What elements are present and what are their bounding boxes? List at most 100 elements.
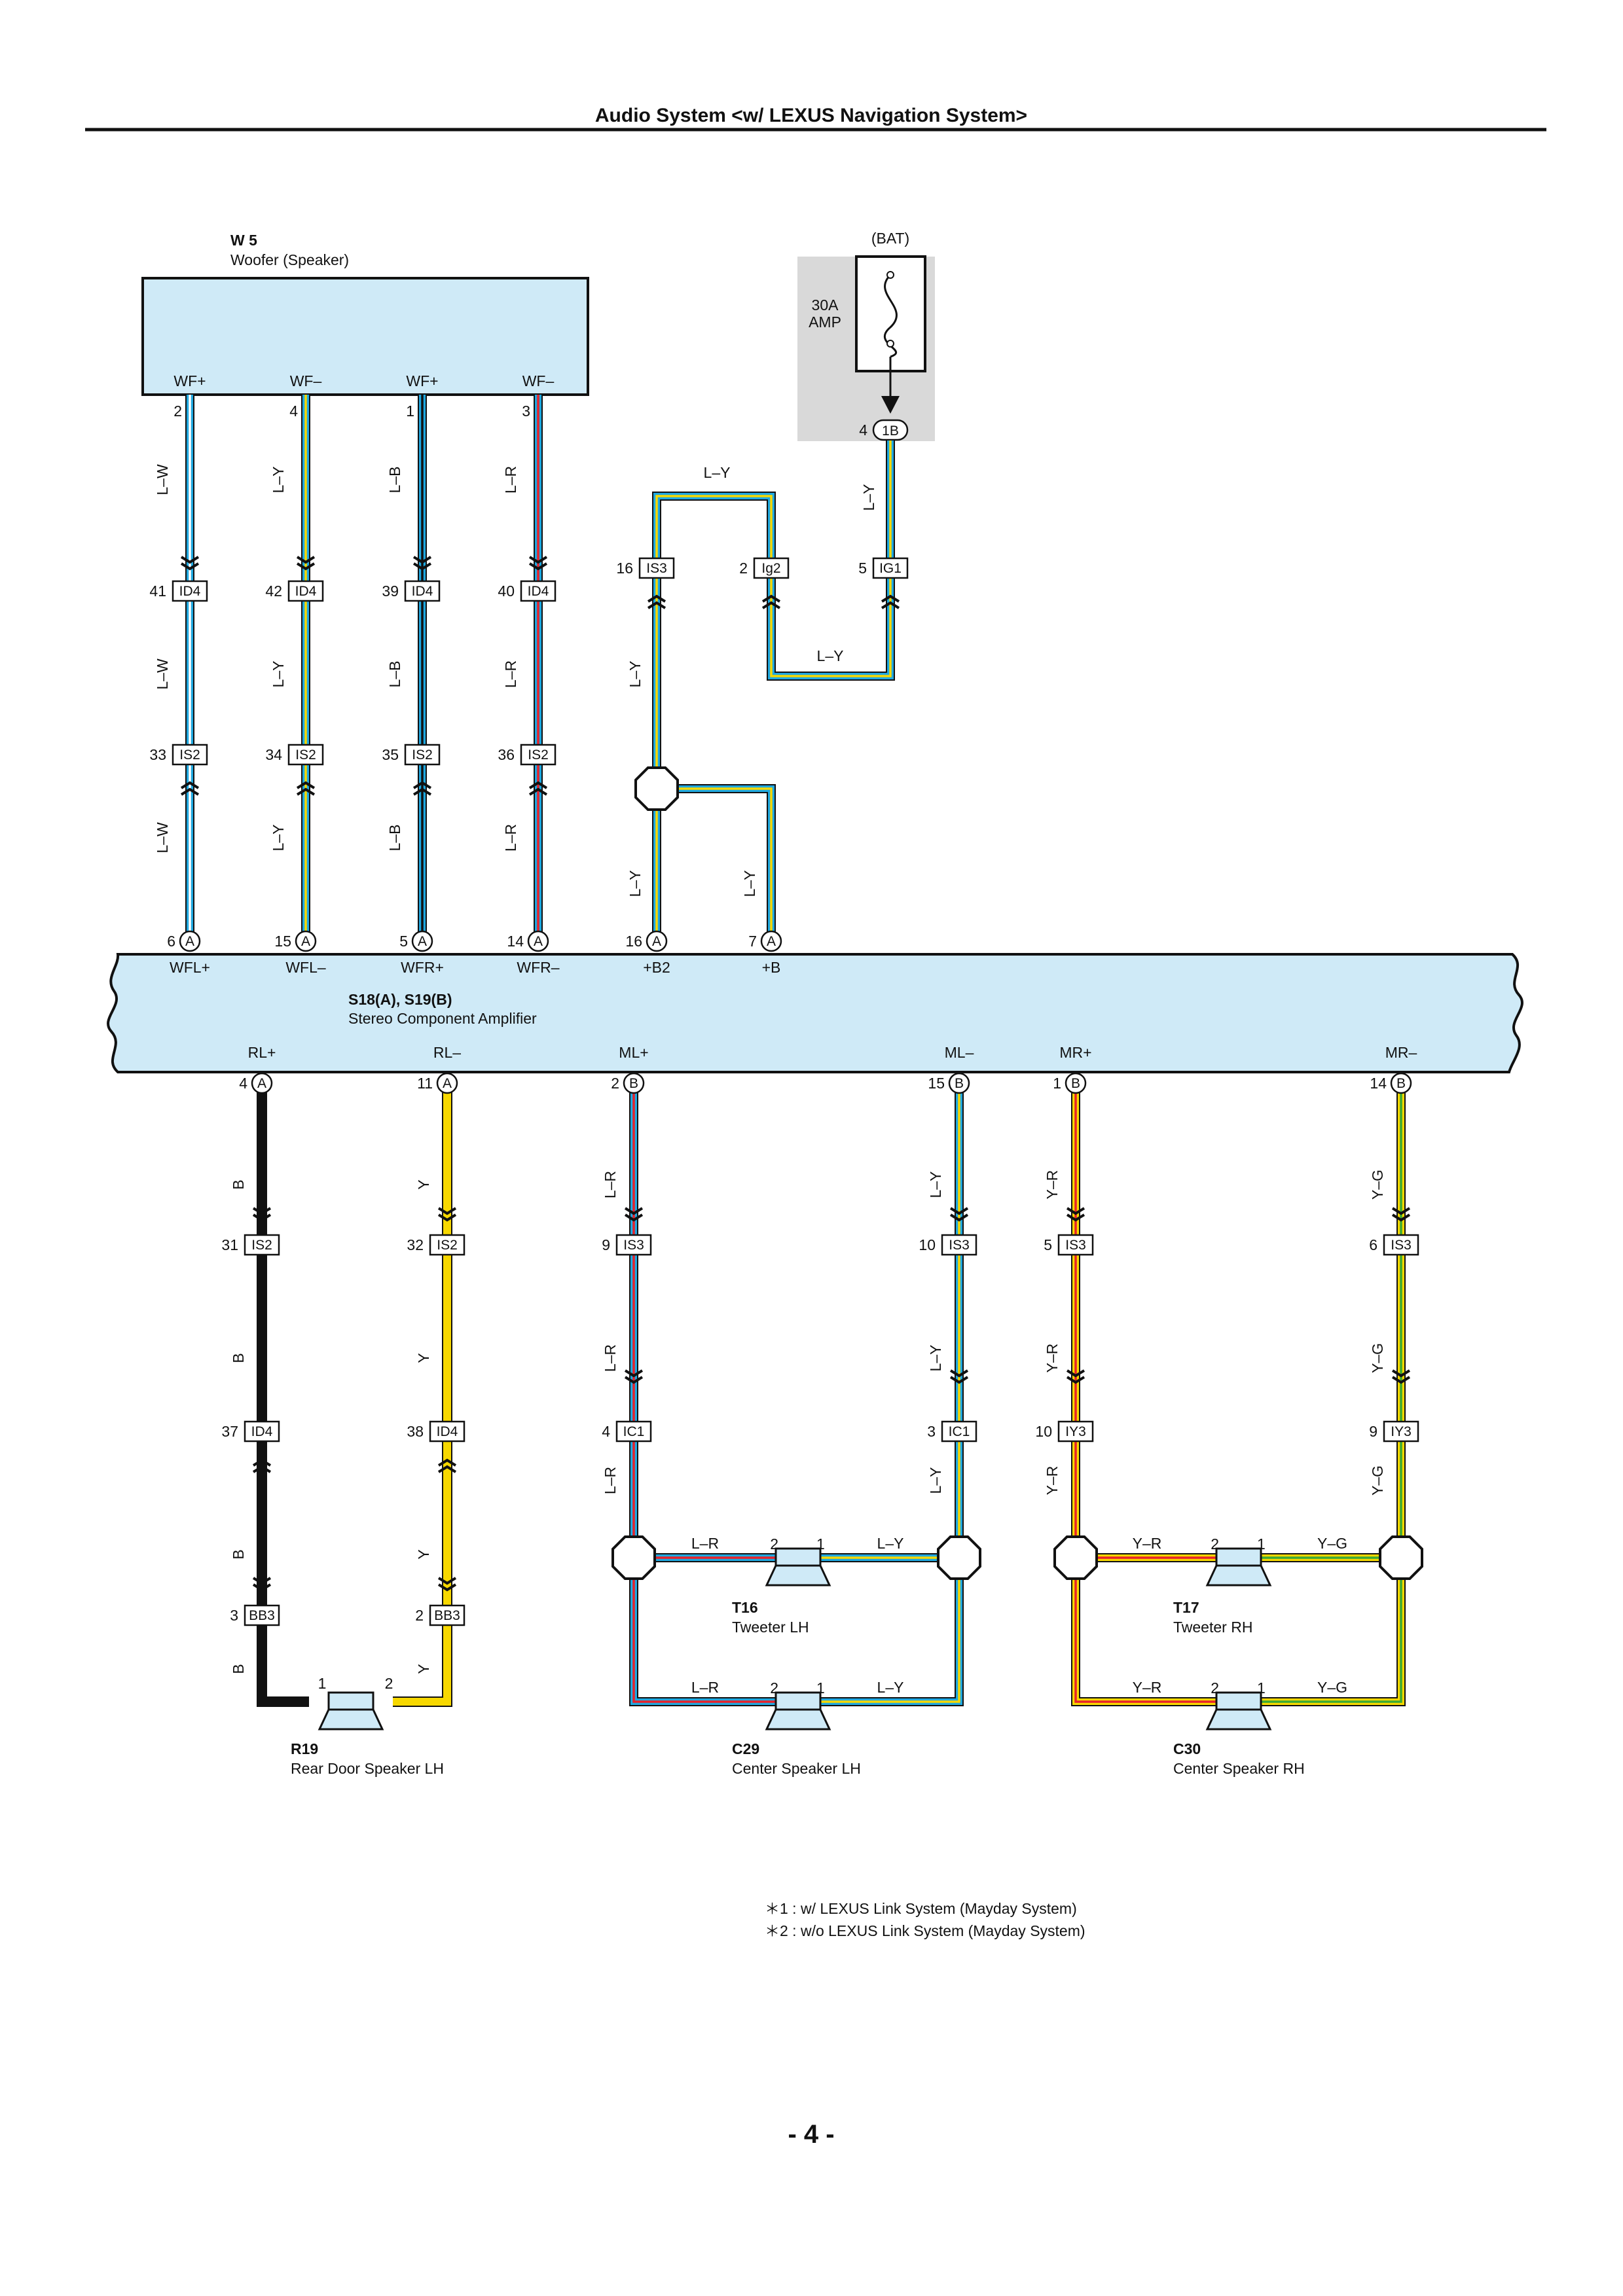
row2-connector-0-pin: 37 <box>221 1423 238 1440</box>
is3-16-chevron <box>647 594 666 609</box>
row1-connector-0-pin: 31 <box>221 1236 238 1253</box>
t17-wire-left: Y–R <box>1133 1535 1162 1552</box>
row1-connector-2-code: IS3 <box>623 1238 644 1253</box>
chevron-icon <box>180 556 200 564</box>
fuse-name: AMP <box>809 314 841 331</box>
chevron-icon <box>949 1376 969 1384</box>
woofer-terminal-label-0: WF+ <box>173 372 206 389</box>
woofer-wire-label-0-1: L–W <box>154 658 171 690</box>
r19-speaker-icon <box>318 1691 384 1731</box>
lower-wire-label-1-row4: Y <box>415 1664 432 1674</box>
row2-chevron-1 <box>437 1458 457 1473</box>
is2-connector-3-pin: 36 <box>498 746 515 763</box>
is2-connector-1-pin: 34 <box>265 746 282 763</box>
row1-chevron-0 <box>252 1207 272 1222</box>
is2-connector-0-pin: 33 <box>149 746 166 763</box>
junction-loop-3 <box>1379 1535 1423 1580</box>
lower-wire-label-1-row3: Y <box>415 1549 432 1559</box>
row1-connector-2-pin: 9 <box>602 1236 610 1253</box>
row1-connector-3-pin: 10 <box>919 1236 936 1253</box>
ig1-connector-code: IG1 <box>879 561 902 576</box>
wire-label-top: L–Y <box>704 464 731 481</box>
woofer-wire-label-3-2: L–R <box>502 824 519 852</box>
row1-connector-3-code: IS3 <box>949 1238 970 1253</box>
amp-bottom-pin-4-pin: 1 <box>1053 1075 1061 1092</box>
chevron-icon <box>180 781 200 789</box>
c30-pin-right: 1 <box>1257 1679 1266 1696</box>
chevron-icon <box>1066 1213 1085 1222</box>
woofer-terminal-label-2: WF+ <box>406 372 438 389</box>
amplifier-code: S18(A), S19(B) <box>348 991 452 1008</box>
row2-connector-3 <box>941 1420 977 1443</box>
woofer-name: Woofer (Speaker) <box>230 251 349 268</box>
row1-chevron-5 <box>1391 1207 1411 1222</box>
amp-top-label-0: WFL+ <box>170 959 210 976</box>
junction-loop-1 <box>937 1535 981 1580</box>
chevron-icon <box>437 1465 457 1473</box>
row2-connector-5-pin: 9 <box>1369 1423 1377 1440</box>
row2-connector-4-code: IY3 <box>1065 1424 1086 1439</box>
amp-bottom-pin-0-conn: A <box>257 1076 266 1091</box>
amp-top-pin-0-conn: A <box>185 934 194 949</box>
id4-chevron-0 <box>180 556 200 571</box>
chevron-icon <box>949 1369 969 1378</box>
row2-chevron-4 <box>1066 1369 1085 1384</box>
id4-connector-2 <box>404 580 441 602</box>
row1-chevron-3 <box>949 1207 969 1222</box>
woofer-wire-label-1-2: L–Y <box>270 825 287 852</box>
row3-chevron-0 <box>252 1577 272 1592</box>
lower-wire-label-0-0: B <box>230 1179 247 1189</box>
amp-bottom-pin-1 <box>436 1072 458 1094</box>
row3-connector-0 <box>244 1604 280 1626</box>
fuse-icon <box>884 274 898 358</box>
id4-chevron-1 <box>296 556 316 571</box>
chevron-icon <box>252 1465 272 1473</box>
ig1-connector-pin: 5 <box>858 560 867 577</box>
lower-wire-label-4-row3: Y–R <box>1044 1466 1061 1496</box>
speaker-body <box>1215 1691 1262 1711</box>
id4-connector-2-pin: 39 <box>382 583 399 600</box>
fuse-bat-label: (BAT) <box>871 230 909 247</box>
chevron-icon <box>252 1213 272 1222</box>
t17-pin-right: 1 <box>1257 1535 1266 1552</box>
t17-speaker-icon <box>1205 1547 1272 1587</box>
r19-pin2: 2 <box>385 1675 393 1692</box>
amp-top-pin-1-conn: A <box>301 934 310 949</box>
row1-connector-0-code: IS2 <box>251 1238 272 1253</box>
chevron-icon <box>437 1213 457 1222</box>
amp-top-pin-4-conn: A <box>652 934 661 949</box>
chevron-icon <box>1391 1369 1411 1378</box>
chevron-icon <box>437 1458 457 1467</box>
is2-connector-1-code: IS2 <box>295 747 316 762</box>
lower-wire-label-0-row3: B <box>230 1549 247 1559</box>
t17-wire-right: Y–G <box>1317 1535 1347 1552</box>
lower-wire-label-2-1: L–R <box>602 1344 619 1372</box>
woofer-component <box>141 277 589 396</box>
amp-top-pin-0 <box>179 930 201 952</box>
fuse-pin: 4 <box>859 422 867 439</box>
is2-connector-3 <box>520 744 556 766</box>
lower-wire-label-0-1: B <box>230 1353 247 1363</box>
junction-splice-top <box>634 766 679 811</box>
wire-mr-plus-stripe <box>1074 1083 1216 1703</box>
woofer-terminal-label-1: WF– <box>290 372 322 389</box>
id4-chevron-2 <box>412 556 432 571</box>
chevron-icon <box>624 1369 644 1378</box>
chevron-icon <box>412 562 432 571</box>
wire-ml-plus-stripe <box>632 1083 776 1703</box>
row2-connector-1-pin: 38 <box>407 1423 424 1440</box>
chevron-icon <box>761 601 781 609</box>
wire-label-b: L–Y <box>741 870 758 897</box>
chevron-icon <box>296 562 316 571</box>
t16-code: T16 <box>732 1599 758 1616</box>
chevron-icon <box>180 562 200 571</box>
amp-top-pin-2-pin: 5 <box>399 933 408 950</box>
wire-label-fuse: L–Y <box>860 484 877 511</box>
id4-chevron-3 <box>528 556 548 571</box>
chevron-icon <box>881 594 900 603</box>
lower-wire-label-1-0: Y <box>415 1179 432 1189</box>
amp-bottom-pin-4 <box>1065 1072 1087 1094</box>
chevron-icon <box>949 1213 969 1222</box>
c29-pin-right: 1 <box>816 1679 825 1696</box>
speaker-cone <box>765 1708 831 1731</box>
